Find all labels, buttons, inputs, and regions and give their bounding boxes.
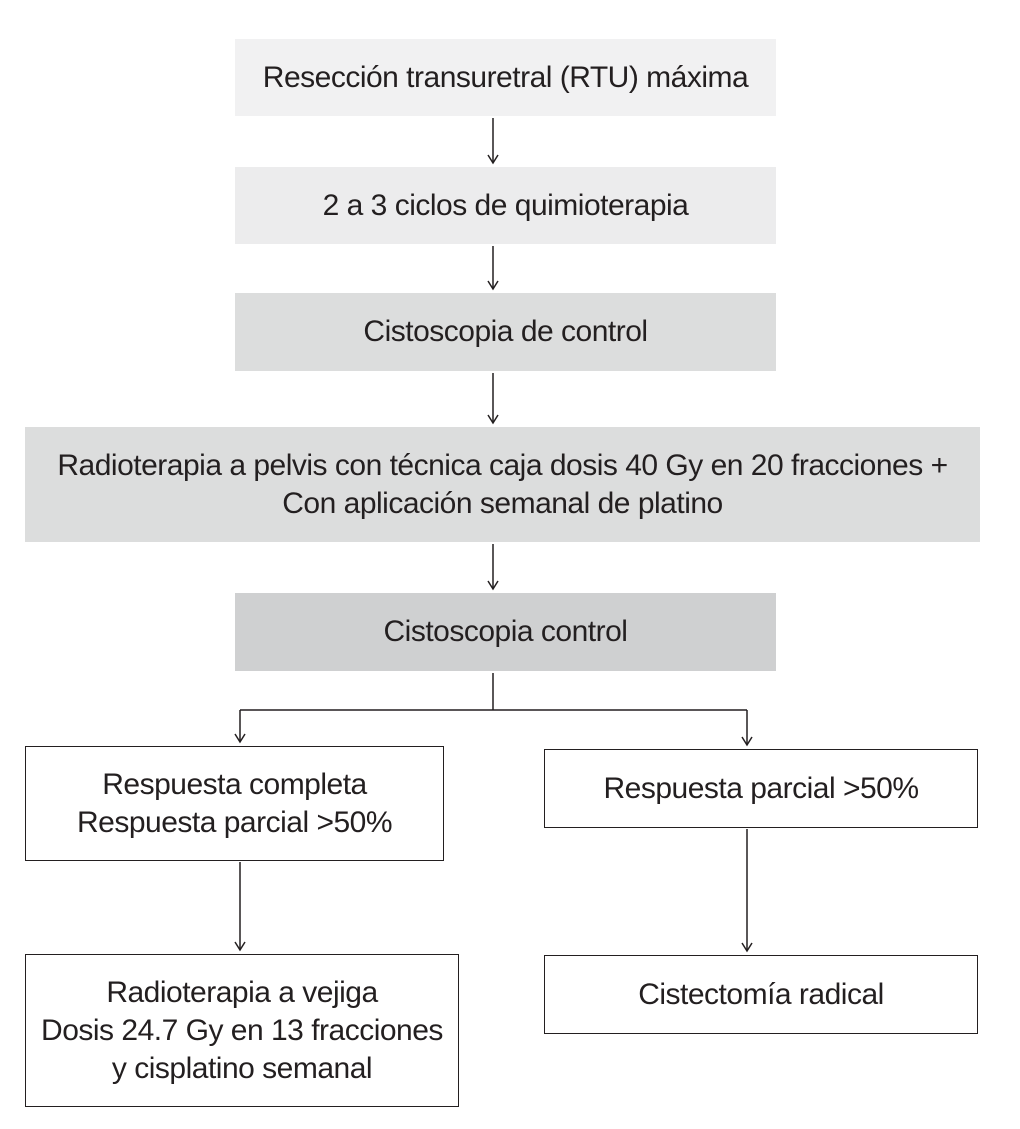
- step-cistoscopia-de-control: Cistoscopia de control: [235, 293, 776, 371]
- treatment-left-line-2: Dosis 24.7 Gy en 13 fracciones: [41, 1013, 443, 1047]
- outcome-right-box: Respuesta parcial >50%: [544, 749, 978, 828]
- step-cistoscopia-de-control-label: Cistoscopia de control: [363, 315, 648, 348]
- step-radioterapia-pelvis-line-2: Con aplicación semanal de platino: [282, 486, 723, 520]
- outcome-right-label: Respuesta parcial >50%: [603, 771, 919, 805]
- treatment-left-box: Radioterapia a vejiga Dosis 24.7 Gy en 1…: [25, 954, 459, 1107]
- step-cistoscopia-control-label: Cistoscopia control: [383, 615, 628, 648]
- treatment-right-label: Cistectomía radical: [638, 977, 884, 1011]
- step-quimioterapia-label: 2 a 3 ciclos de quimioterapia: [322, 188, 689, 222]
- outcome-left-box: Respuesta completa Respuesta parcial >50…: [25, 746, 444, 861]
- treatment-right-box: Cistectomía radical: [544, 955, 978, 1034]
- step-rtu-label: Resección transuretral (RTU) máxima: [262, 60, 749, 94]
- outcome-left-line-1: Respuesta completa: [102, 767, 367, 801]
- step-radioterapia-pelvis: Radioterapia a pelvis con técnica caja d…: [25, 427, 980, 542]
- step-rtu: Resección transuretral (RTU) máxima: [235, 39, 776, 116]
- outcome-left-line-2: Respuesta parcial >50%: [76, 805, 393, 839]
- treatment-left-line-3: y cisplatino semanal: [111, 1051, 373, 1085]
- step-cistoscopia-control: Cistoscopia control: [235, 593, 776, 671]
- step-quimioterapia: 2 a 3 ciclos de quimioterapia: [235, 167, 776, 244]
- treatment-left-line-1: Radioterapia a vejiga: [106, 975, 378, 1009]
- step-radioterapia-pelvis-line-1: Radioterapia a pelvis con técnica caja d…: [57, 448, 948, 482]
